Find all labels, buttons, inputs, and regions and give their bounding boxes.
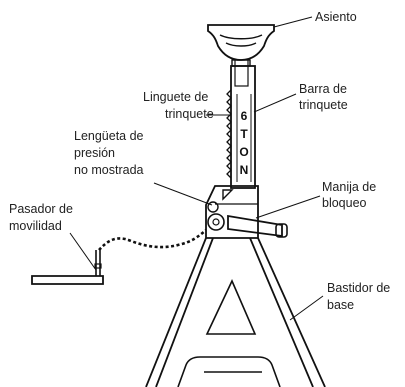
label-mobility-pin-line2: movilidad [9,219,62,233]
label-locking-handle-line1: Manija de [322,180,376,194]
capacity-marking-3: O [239,145,248,159]
capacity-marking-4: N [240,163,249,177]
leader-asiento [273,16,313,28]
leader-bastidor [289,295,324,321]
label-ratchet-bar-line2: trinquete [299,98,348,112]
capacity-marking-1: 6 [241,109,248,123]
leader-lengueta [153,182,213,206]
label-base-frame-line2: base [327,298,354,312]
locking-handle [227,214,288,238]
label-ratchet-pawl-line2: trinquete [165,107,214,121]
leader-manija [255,195,321,219]
leader-pasador [69,232,97,271]
label-locking-handle-line2: bloqueo [322,196,367,210]
label-base-frame-line1: Bastidor de [327,281,390,295]
capacity-marking-2: T [240,127,248,141]
ratchet-housing [205,185,259,239]
label-pressure-tab-line2: presión [74,146,115,160]
pin-chain [98,229,207,251]
label-ratchet-pawl-line1: Linguete de [143,90,208,104]
base-frame [145,237,326,387]
label-mobility-pin-line1: Pasador de [9,202,73,216]
mobility-pin [31,250,104,285]
leader-lines [69,16,324,321]
label-pressure-tab-line1: Lengüeta de [74,129,144,143]
label-ratchet-bar-line1: Barra de [299,82,347,96]
leader-barra [253,93,297,113]
ratchet-bar: 6 T O N [226,59,256,189]
label-pressure-tab-line3: no mostrada [74,163,144,177]
label-seat: Asiento [315,10,357,24]
